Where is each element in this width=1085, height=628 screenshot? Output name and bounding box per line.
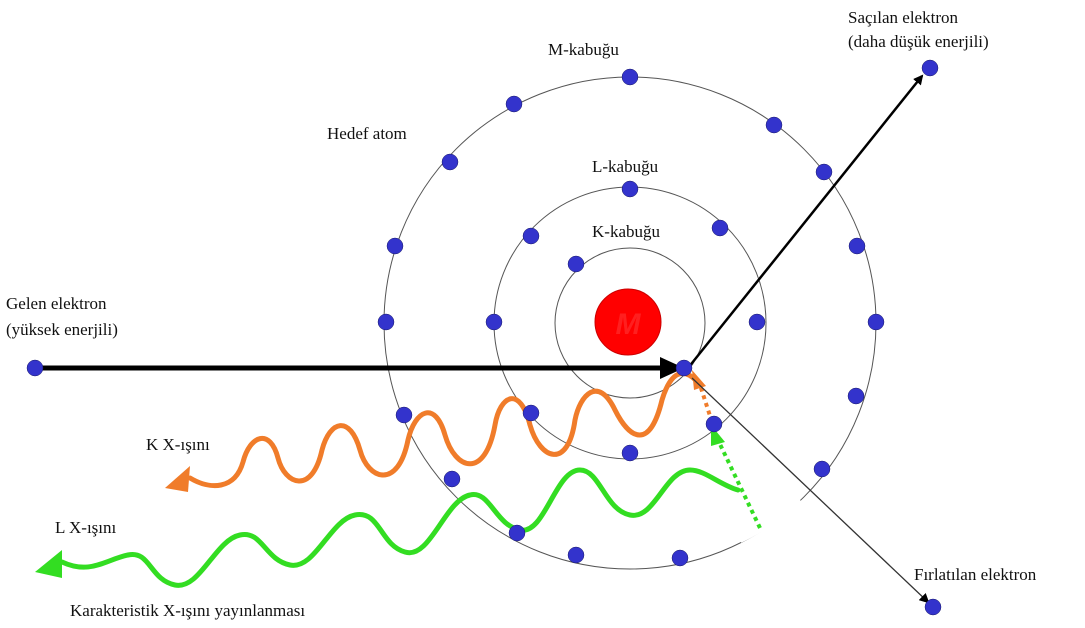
l-shell-electron — [522, 404, 540, 422]
ejected-electron — [924, 598, 942, 616]
m-shell-electron — [847, 387, 865, 405]
m-shell-electron — [441, 153, 459, 171]
l-xray-label: L X-ışını — [55, 518, 117, 537]
caption: Karakteristik X-ışını yayınlanması — [70, 601, 306, 620]
k-xray-arrowhead — [165, 466, 190, 492]
nucleus — [594, 288, 662, 356]
nucleus-watermark: M — [616, 308, 642, 341]
scattered-electron-label-1: Saçılan elektron — [848, 8, 958, 27]
l-transition-dotted — [716, 439, 762, 529]
m-shell-electron — [867, 313, 885, 331]
l-shell-electron — [748, 313, 766, 331]
incident-electron-label-2: (yüksek enerjili) — [6, 320, 118, 339]
l-shell-electron — [705, 415, 723, 433]
k-shell — [554, 247, 706, 399]
l-shell-electron — [522, 227, 540, 245]
k-xray-label: K X-ışını — [146, 435, 210, 454]
m-shell-electron — [671, 549, 689, 567]
m-shell-label: M-kabuğu — [548, 40, 619, 59]
electrons — [26, 59, 942, 616]
l-xray-arrowhead — [35, 550, 62, 578]
scattered-electron-label-2: (daha düşük enerjili) — [848, 32, 989, 51]
target-atom-label: Hedef atom — [327, 124, 407, 143]
scattered-electron — [921, 59, 939, 77]
m-shell-electron — [377, 313, 395, 331]
m-shell-electron — [567, 546, 585, 564]
m-shell-electron — [765, 116, 783, 134]
k-shell-electron — [675, 359, 693, 377]
incident-electron-label-1: Gelen elektron — [6, 294, 107, 313]
m-shell-electron — [386, 237, 404, 255]
k-xray-wave — [187, 370, 703, 488]
m-shell-electron — [848, 237, 866, 255]
m-shell-electron — [443, 470, 461, 488]
m-shell-electron — [815, 163, 833, 181]
m-shell-electron — [395, 406, 413, 424]
l-xray-wave — [59, 467, 741, 588]
k-transition-dotted — [698, 384, 714, 423]
l-shell-electron — [621, 444, 639, 462]
l-shell-electron — [711, 219, 729, 237]
k-transition-arrowhead — [692, 370, 706, 390]
l-shell-electron — [621, 180, 639, 198]
l-shell-label: L-kabuğu — [592, 157, 659, 176]
m-shell-electron — [505, 95, 523, 113]
m-shell-electron — [813, 460, 831, 478]
l-shell-electron — [485, 313, 503, 331]
ejected-electron-path — [691, 377, 930, 604]
k-shell-electron — [567, 255, 585, 273]
ejected-electron-label: Fırlatılan elektron — [914, 565, 1037, 584]
scattered-electron-path — [687, 74, 924, 369]
incident-electron — [26, 359, 44, 377]
m-shell-electron — [508, 524, 526, 542]
k-shell-label: K-kabuğu — [592, 222, 660, 241]
incident-arrowhead — [660, 357, 684, 379]
m-shell-electron — [621, 68, 639, 86]
